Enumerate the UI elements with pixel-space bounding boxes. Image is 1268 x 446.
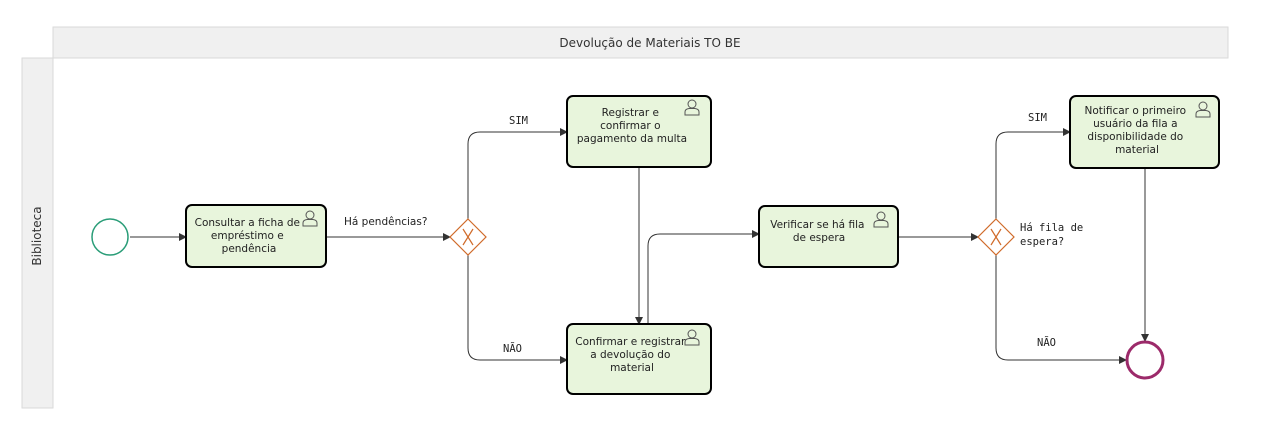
flow-gateway1-registrar[interactable] xyxy=(467,128,568,219)
exclusive-x-icon xyxy=(462,228,474,246)
pool-header: Devolução de Materiais TO BE xyxy=(52,26,1229,59)
flow-gateway2-notificar[interactable] xyxy=(995,128,1071,219)
gateway-pendencias[interactable] xyxy=(449,218,487,256)
task-confirmar[interactable]: Confirmar e registrar a devolução do mat… xyxy=(566,323,712,395)
gateway-fila[interactable] xyxy=(977,218,1015,256)
flow-label-nao-2: NÃO xyxy=(1037,336,1056,349)
task-notificar[interactable]: Notificar o primeiro usuário da fila a d… xyxy=(1069,95,1220,169)
svg-text:Consultar a ficha de emp: Consultar a ficha de empréstimo e pendên… xyxy=(195,217,304,255)
flow-gateway2-end[interactable] xyxy=(995,255,1127,364)
task-text-line: disponibilidade do xyxy=(1087,131,1183,143)
task-text-line: usuário da fila a xyxy=(1093,118,1177,130)
task-text-line: Confirmar e registrar xyxy=(575,336,686,348)
task-text-line: Consultar a ficha de xyxy=(195,217,300,229)
gateway-fila-label-line: Há fila de xyxy=(1020,222,1083,234)
svg-text:Verificar se há fila de: Verificar se há fila de espera xyxy=(770,219,868,244)
flow-label-sim-1: SIM xyxy=(509,115,528,127)
task-text-line: material xyxy=(1115,144,1159,156)
task-text-line: material xyxy=(610,362,654,374)
flow-confirmar-verificar[interactable] xyxy=(647,230,760,324)
flow-label-pendencias: Há pendências? xyxy=(344,216,427,228)
exclusive-x-icon xyxy=(990,228,1002,246)
svg-text:Confirmar e registrar a: Confirmar e registrar a devolução do mat… xyxy=(575,336,688,374)
task-text-line: a devolução do xyxy=(590,349,670,361)
task-text-line: pagamento da multa xyxy=(577,133,687,145)
task-text-line: Registrar e xyxy=(602,107,659,119)
task-text-line: confirmar o xyxy=(600,120,660,132)
task-registrar[interactable]: Registrar e confirmar o pagamento da mul… xyxy=(566,95,712,168)
task-text-line: pendência xyxy=(222,243,277,255)
task-text-line: empréstimo e xyxy=(211,230,284,242)
start-event[interactable] xyxy=(91,218,129,256)
svg-text:Notificar o primeiro usu: Notificar o primeiro usuário da fila a d… xyxy=(1085,105,1190,156)
task-consultar[interactable]: Consultar a ficha de empréstimo e pendên… xyxy=(185,204,327,268)
task-verificar[interactable]: Verificar se há fila de espera xyxy=(758,205,899,268)
flow-label-sim-2: SIM xyxy=(1028,112,1047,124)
sequence-flows xyxy=(130,128,1149,364)
svg-text:Registrar e confirmar o: Registrar e confirmar o pagamento da mul… xyxy=(577,107,687,145)
task-text-line: Notificar o primeiro xyxy=(1085,105,1187,117)
flow-gateway1-confirmar[interactable] xyxy=(467,255,568,364)
flow-label-nao-1: NÃO xyxy=(503,342,522,355)
lane-title: Biblioteca xyxy=(30,206,44,265)
gateway-fila-label: Há fila de espera? xyxy=(1020,222,1090,248)
task-text-line: Verificar se há fila xyxy=(770,219,864,231)
lane-biblioteca: Biblioteca xyxy=(21,57,54,409)
task-text-line: de espera xyxy=(793,232,845,244)
pool-title: Devolução de Materiais TO BE xyxy=(559,36,740,50)
gateway-fila-label-line: espera? xyxy=(1020,236,1064,248)
end-event[interactable] xyxy=(1125,340,1165,380)
